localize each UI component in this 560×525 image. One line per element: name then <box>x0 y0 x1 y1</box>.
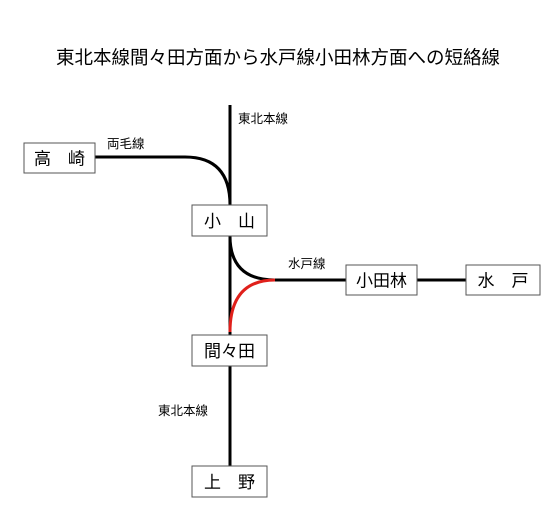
station-box <box>23 142 96 174</box>
station-name: 上 野 <box>204 473 255 493</box>
station-box <box>465 264 541 296</box>
line-label-ryomo: 両毛線 <box>107 136 145 151</box>
station-box <box>191 465 268 498</box>
station-takasaki: 高 崎 <box>23 142 96 174</box>
station-name: 小田林 <box>356 272 407 292</box>
station-odabayashi: 小田林 <box>345 264 418 296</box>
line-label-tohoku-top: 東北本線 <box>238 111 289 126</box>
station-box <box>345 264 418 296</box>
shortcut-connection-track <box>228 278 276 333</box>
station-name: 高 崎 <box>34 150 85 170</box>
station-ueno: 上 野 <box>191 465 268 498</box>
station-oyama: 小 山 <box>191 204 268 237</box>
ryomo-line-track <box>95 155 232 206</box>
station-name: 水 戸 <box>478 272 529 292</box>
station-name: 小 山 <box>204 212 255 232</box>
station-box <box>191 334 268 367</box>
station-mamada: 間々田 <box>191 334 268 367</box>
station-box <box>191 204 268 237</box>
station-name: 間々田 <box>204 342 255 362</box>
diagram-title: 東北本線間々田方面から水戸線小田林方面への短絡線 <box>56 48 500 69</box>
line-label-mito: 水戸線 <box>288 256 326 271</box>
tracks <box>95 105 470 478</box>
line-label-tohoku-bottom: 東北本線 <box>158 403 209 418</box>
station-mito: 水 戸 <box>465 264 541 296</box>
